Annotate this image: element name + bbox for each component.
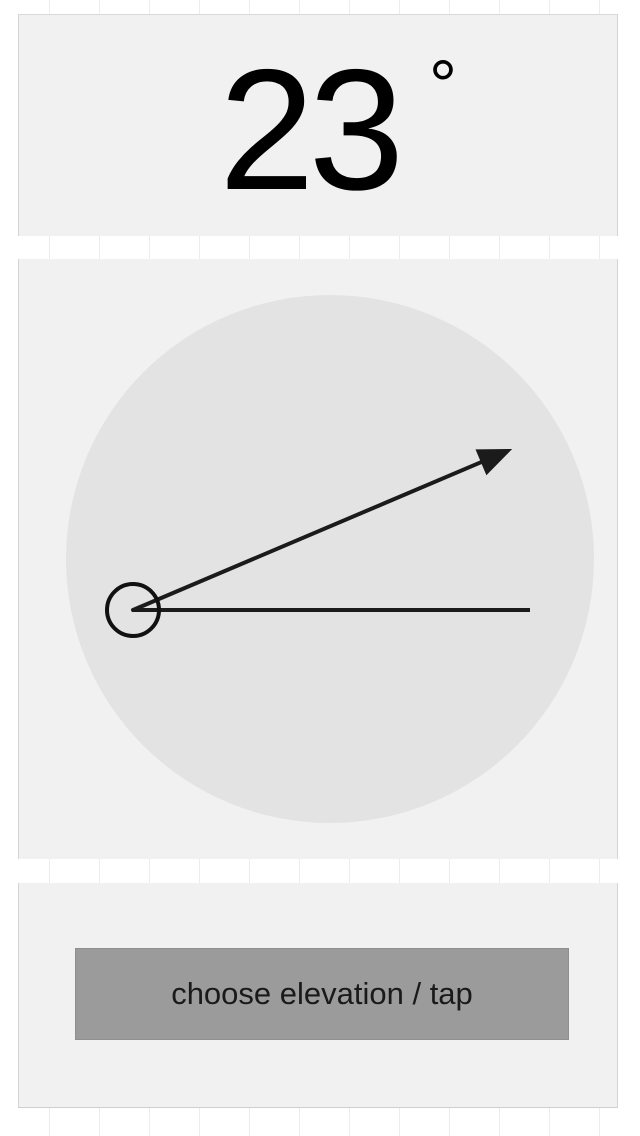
dial-face[interactable] (66, 295, 594, 823)
choose-elevation-button[interactable]: choose elevation / tap (75, 948, 569, 1040)
elevation-dial-panel (18, 259, 618, 859)
elevation-dial[interactable] (19, 259, 617, 859)
pivot-circle-icon[interactable] (105, 582, 161, 638)
choose-elevation-label: choose elevation / tap (171, 976, 473, 1011)
angle-value: 23 (219, 34, 404, 226)
angle-readout: 23 ° (19, 15, 617, 236)
direction-arrow-shaft[interactable] (131, 458, 487, 612)
angle-readout-panel: 23 ° (18, 14, 618, 236)
degree-symbol: ° (429, 46, 457, 124)
action-panel: choose elevation / tap (18, 883, 618, 1108)
direction-arrow-icon[interactable] (475, 449, 513, 476)
